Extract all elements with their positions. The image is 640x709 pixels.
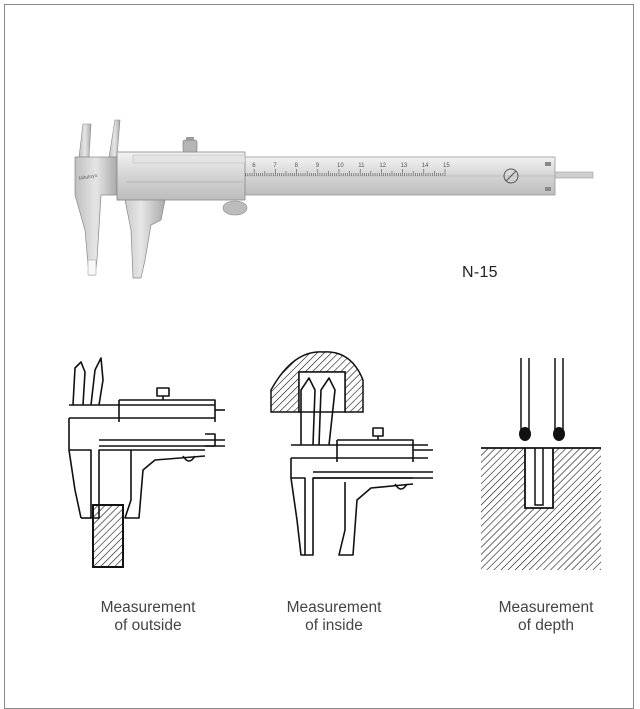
depth-measurement-diagram (481, 358, 601, 570)
scale-number: 9 (316, 163, 320, 169)
scale-number: 11 (358, 163, 365, 169)
caption-outside-line2: of outside (114, 617, 182, 634)
caption-outside: Measurement of outside (63, 599, 233, 635)
caption-depth-line2: of depth (517, 617, 575, 634)
svg-text:Mitutoyo: Mitutoyo (78, 173, 98, 182)
caption-depth-line1: Measurement (498, 599, 594, 616)
scale-number: 12 (379, 163, 386, 169)
scale-number: 6 (252, 163, 256, 169)
caption-inside-line2: of inside (305, 617, 363, 634)
scale-number: 15 (443, 163, 450, 169)
model-number: N-15 (462, 264, 498, 281)
caption-inside-line1: Measurement (286, 599, 382, 616)
caption-outside-line1: Measurement (100, 599, 196, 616)
scale-number: 7 (273, 163, 277, 169)
caption-depth: Measurement of depth (461, 599, 631, 635)
scale-number: 10 (337, 163, 344, 169)
scale-number: 14 (422, 163, 429, 169)
caption-inside: Measurement of inside (249, 599, 419, 635)
scale-number: 13 (401, 163, 408, 169)
caliper-photo: 0123456789101112131415 Mitutoyo (74, 119, 594, 279)
page-frame: 0123456789101112131415 Mitutoyo N-15 (4, 4, 634, 709)
scale-number: 8 (295, 163, 299, 169)
outside-measurement-diagram (68, 357, 225, 568)
inside-measurement-diagram (270, 351, 433, 556)
